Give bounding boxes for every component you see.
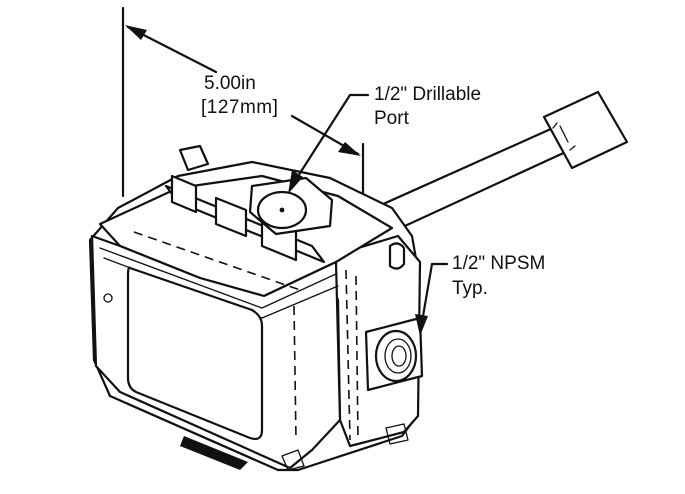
npsm-port [364, 316, 424, 392]
npsm-label-line2: Typ. [452, 278, 488, 299]
arrowhead-right [338, 142, 361, 156]
drillable-port-label-line1: 1/2" Drillable [374, 84, 482, 105]
probe-tube [350, 90, 629, 244]
drillable-port [248, 176, 334, 236]
enclosure-body [88, 160, 422, 472]
arrowhead-left [125, 25, 147, 40]
leader-npsm [415, 262, 449, 336]
dimension-mm-label: [127mm] [201, 97, 279, 118]
display-window [126, 266, 264, 441]
bottom-label [180, 436, 248, 470]
leader-drillable-port [288, 93, 370, 194]
mount-hole [103, 293, 113, 303]
npsm-label-line1: 1/2" NPSM [452, 253, 546, 274]
arrowhead-port [288, 170, 303, 194]
dimension-inches-label: 5.00in [204, 73, 256, 94]
drillable-port-label-line2: Port [374, 108, 409, 129]
arrowhead-npsm [415, 314, 428, 336]
